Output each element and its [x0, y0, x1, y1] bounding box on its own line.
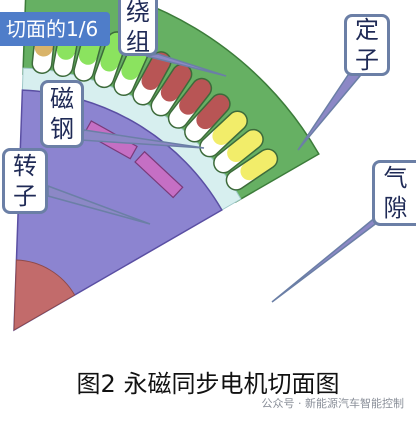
magnet-label: 磁 钢	[40, 80, 84, 148]
winding-label: 绕 组	[118, 0, 158, 56]
label-pointers	[47, 53, 383, 303]
air-gap-label: 气 隙	[372, 160, 416, 226]
watermark-text: 公众号 · 新能源汽车智能控制	[257, 394, 408, 412]
stator-label-char-1: 定	[355, 16, 379, 44]
magnet-label-char-1: 磁	[50, 85, 74, 113]
winding-coil	[160, 65, 191, 102]
air-gap-label-char-1: 气	[383, 164, 408, 192]
rotor-label: 转 子	[2, 148, 48, 214]
winding-label-char-1: 绕	[126, 0, 150, 26]
shaft-sector	[13, 259, 76, 331]
winding-coil	[212, 111, 247, 145]
winding-coil	[179, 79, 211, 115]
winding-coil	[227, 130, 263, 163]
winding-label-char-2: 组	[126, 27, 150, 56]
section-badge: 切面的1/6	[0, 12, 110, 46]
winding-coil	[196, 94, 230, 130]
winding-coil	[141, 52, 171, 90]
rotor-label-char-2: 子	[13, 182, 37, 210]
magnet-bar-lower	[134, 150, 184, 199]
stator-label: 定 子	[344, 14, 390, 76]
air-gap-label-char-2: 隙	[383, 194, 408, 222]
air-gap-pointer	[271, 211, 383, 303]
stator-slots	[31, 15, 279, 191]
rotor-label-char-1: 转	[13, 152, 37, 180]
winding-coil	[100, 32, 126, 72]
stator-label-char-2: 子	[355, 46, 379, 74]
winding-coil	[240, 149, 277, 181]
rotor-pointer	[47, 184, 151, 225]
stator-pointer	[297, 71, 362, 151]
magnet-label-char-2: 钢	[50, 115, 74, 143]
figure-caption: 图2 永磁同步电机切面图	[76, 370, 340, 398]
